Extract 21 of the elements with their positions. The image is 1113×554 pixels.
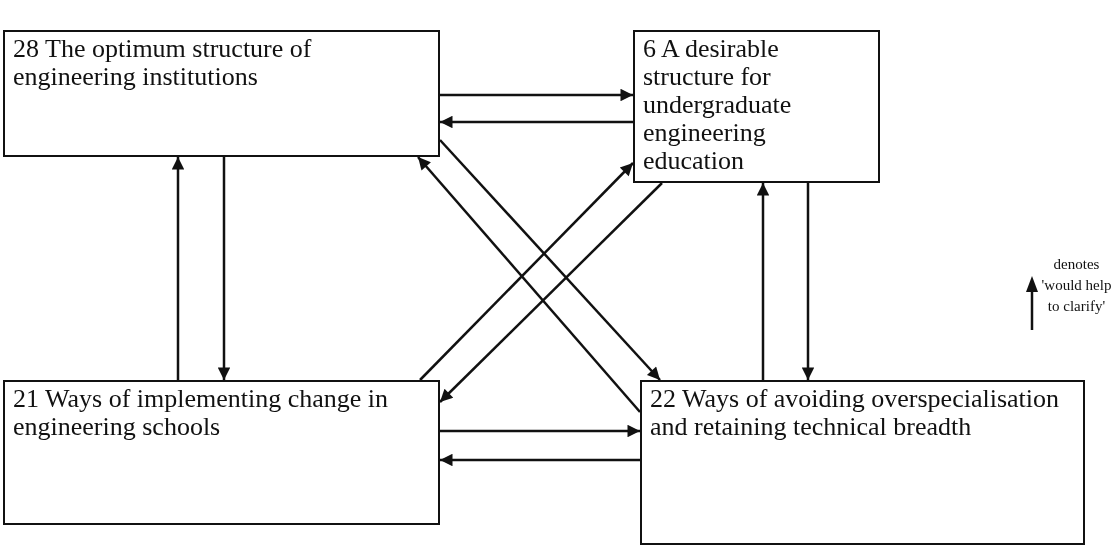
- topic-box: [640, 380, 1085, 545]
- arrow: [417, 156, 641, 413]
- arrow: [440, 88, 633, 102]
- legend-text: denotes 'would help to clarify': [1040, 255, 1113, 316]
- topic-box: [3, 380, 440, 525]
- arrow: [801, 183, 815, 380]
- topic-label: 21 Ways of implementing change in engineering schools: [13, 385, 390, 441]
- arrow: [440, 453, 640, 467]
- arrow: [439, 139, 661, 381]
- topic-label: 28 The optimum structure of engineering institutions: [13, 35, 313, 91]
- topic-box: [633, 30, 880, 183]
- arrow: [440, 424, 640, 438]
- arrow: [217, 157, 231, 380]
- arrow: [419, 162, 634, 381]
- arrow: [756, 183, 770, 380]
- topic-box: [3, 30, 440, 157]
- arrow: [439, 182, 663, 403]
- topic-label: 6 A desirable structure for undergraduate engineering education: [643, 35, 793, 175]
- arrow: [171, 157, 185, 380]
- arrow: [440, 115, 633, 129]
- topic-label: 22 Ways of avoiding overspecialisation and retaining technical breadth: [650, 385, 1060, 441]
